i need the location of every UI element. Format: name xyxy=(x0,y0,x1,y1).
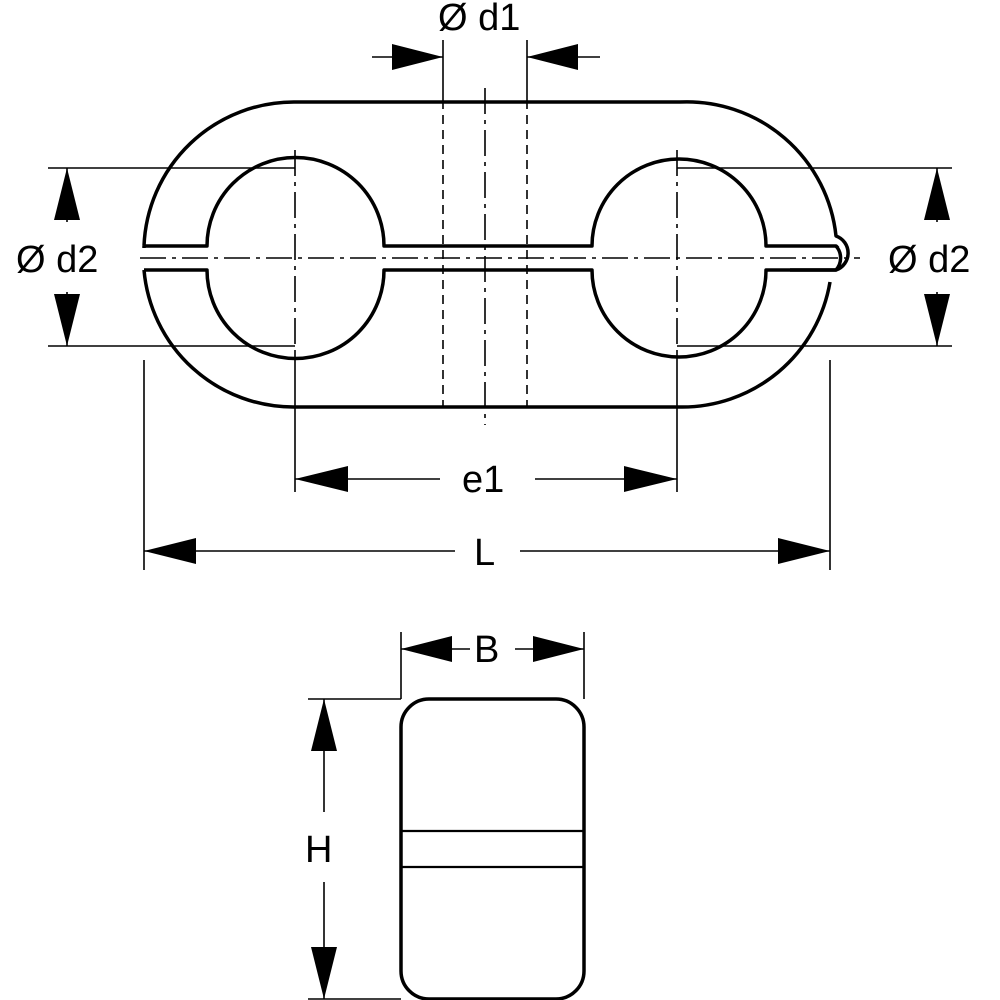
B-dimension: B xyxy=(400,629,585,699)
clamp-side-outline xyxy=(399,697,586,1000)
d1-label: Ø d1 xyxy=(438,0,520,39)
d2-right-label: Ø d2 xyxy=(888,239,970,281)
e1-label: e1 xyxy=(462,459,504,501)
L-dimension: L xyxy=(143,360,831,574)
B-label: B xyxy=(474,629,499,671)
L-label: L xyxy=(474,532,495,574)
d2-left-dimension: Ø d2 xyxy=(16,167,295,347)
H-label: H xyxy=(305,829,332,871)
d2-left-label: Ø d2 xyxy=(16,239,98,281)
top-view: Ø d1 Ø d2 Ø d2 xyxy=(16,0,970,574)
d2-right-dimension: Ø d2 xyxy=(677,167,970,347)
H-dimension: H xyxy=(305,698,401,1000)
side-view: B H xyxy=(305,629,586,1000)
d1-dimension: Ø d1 xyxy=(372,0,600,100)
clamp-upper-outline xyxy=(142,100,850,272)
clamp-lower-outline xyxy=(142,244,843,409)
e1-dimension: e1 xyxy=(294,350,678,501)
